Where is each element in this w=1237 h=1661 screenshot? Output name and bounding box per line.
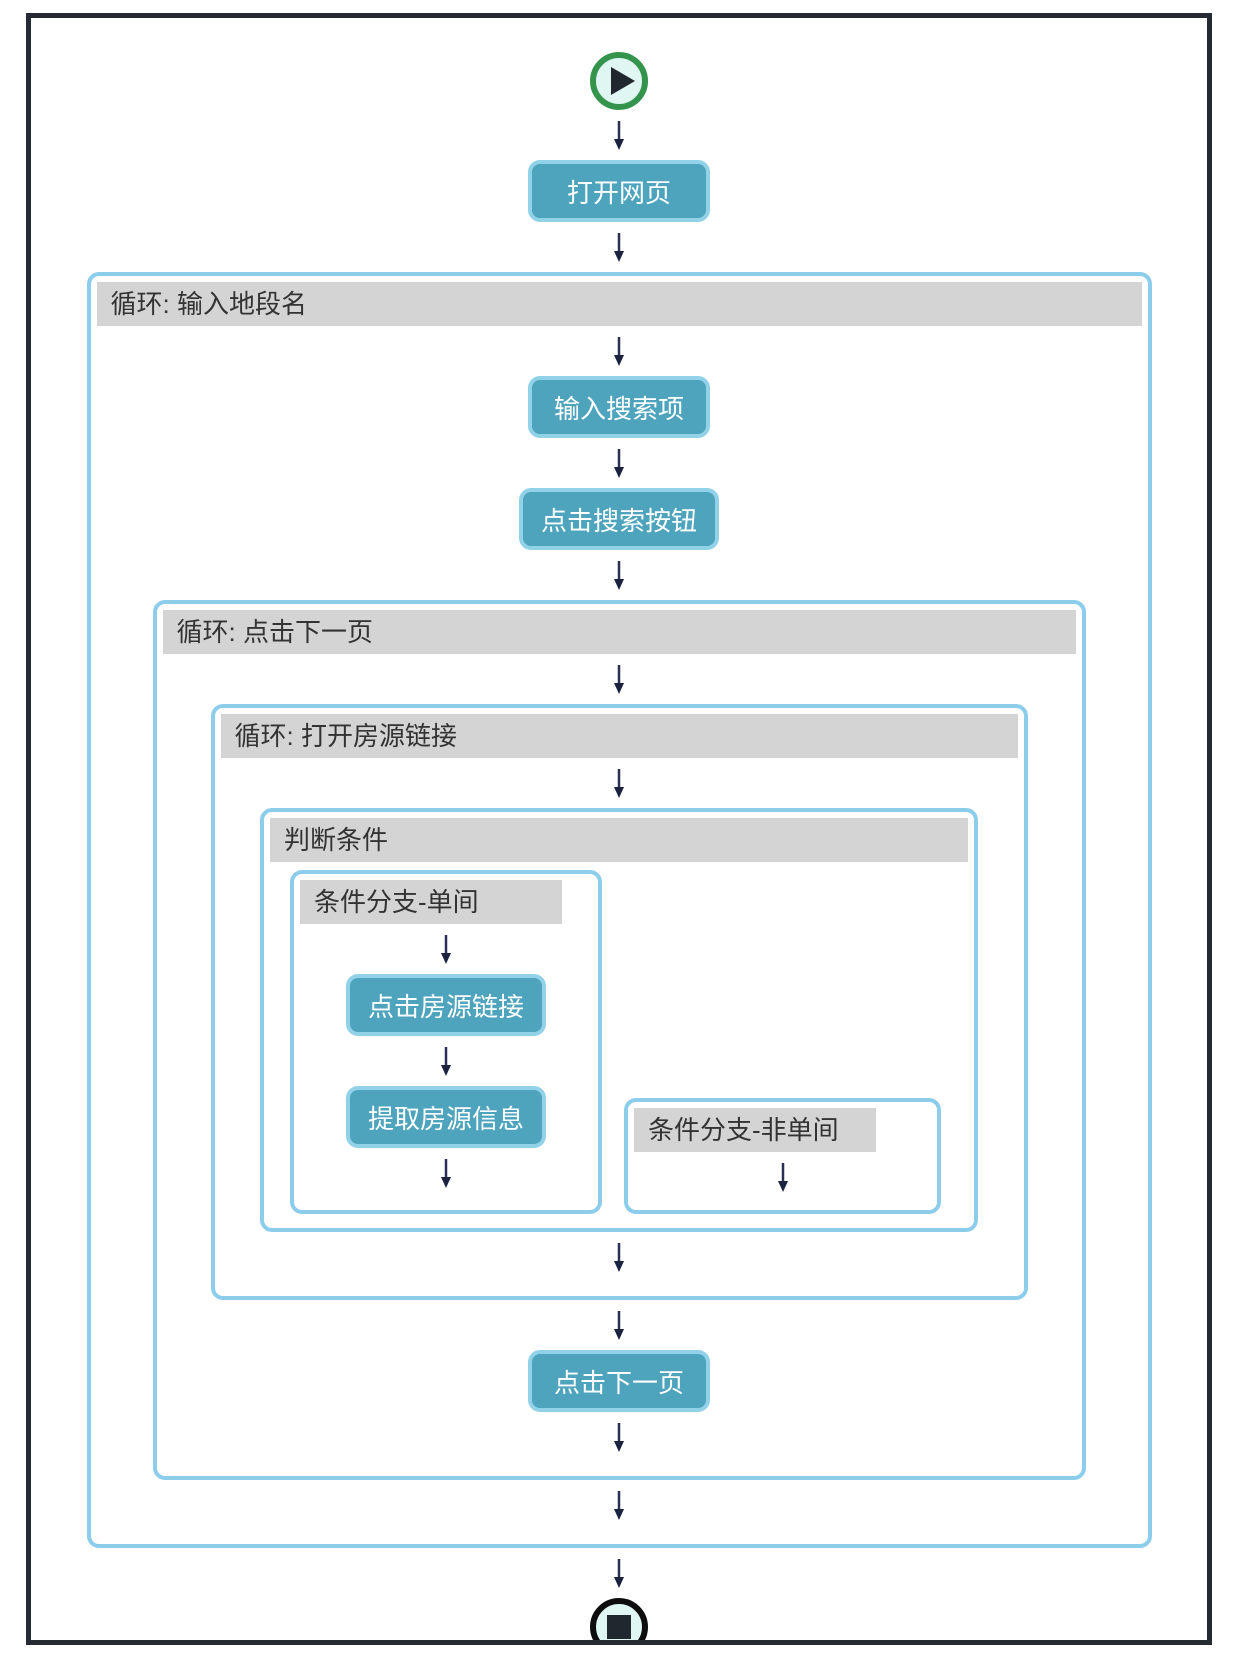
step-open-page[interactable]: 打开网页	[528, 160, 710, 222]
play-icon	[610, 67, 635, 95]
arrow-down-icon	[439, 1158, 453, 1188]
arrow-down-icon	[612, 232, 626, 262]
arrow-down-icon	[612, 448, 626, 478]
arrow-down-icon	[612, 120, 626, 150]
branch-container-single: 条件分支-单间 点击房源链接 提取房源信息	[290, 870, 602, 1214]
arrow-down-icon	[612, 664, 626, 694]
stop-icon	[607, 1615, 631, 1639]
branch-header-single[interactable]: 条件分支-单间	[300, 880, 562, 924]
loop-header-district[interactable]: 循环: 输入地段名	[96, 282, 1142, 326]
step-click-search[interactable]: 点击搜索按钮	[518, 488, 719, 550]
loop-header-next-page[interactable]: 循环: 点击下一页	[162, 610, 1076, 654]
step-extract-listing[interactable]: 提取房源信息	[345, 1086, 546, 1148]
arrow-down-icon	[439, 934, 453, 964]
end-node[interactable]	[590, 1598, 648, 1640]
arrow-down-icon	[612, 1490, 626, 1520]
condition-branches: 条件分支-单间 点击房源链接 提取房源信息	[270, 870, 968, 1214]
arrow-down-icon	[612, 1310, 626, 1340]
arrow-down-icon	[612, 768, 626, 798]
loop-container-next-page: 循环: 点击下一页 循环: 打开房源链接 判断条件	[152, 600, 1086, 1480]
condition-container: 判断条件 条件分支-单间 点击房源链接	[260, 808, 978, 1232]
loop-container-open-listing: 循环: 打开房源链接 判断条件 条件分支-单间	[210, 704, 1028, 1300]
workflow-flowchart: 打开网页 循环: 输入地段名 输入搜索项 点击搜索按钮 循环: 点击下一页	[31, 18, 1207, 1640]
step-click-listing[interactable]: 点击房源链接	[345, 974, 546, 1036]
arrow-down-icon	[612, 1242, 626, 1272]
step-click-next-page[interactable]: 点击下一页	[528, 1350, 710, 1412]
start-node[interactable]	[590, 52, 648, 110]
workflow-canvas: 打开网页 循环: 输入地段名 输入搜索项 点击搜索按钮 循环: 点击下一页	[26, 13, 1212, 1645]
arrow-down-icon	[612, 1422, 626, 1452]
arrow-down-icon	[612, 560, 626, 590]
branch-container-non-single: 条件分支-非单间	[624, 1098, 941, 1214]
arrow-down-icon	[612, 1558, 626, 1588]
loop-header-open-listing[interactable]: 循环: 打开房源链接	[220, 714, 1018, 758]
condition-header[interactable]: 判断条件	[270, 818, 968, 862]
arrow-down-icon	[439, 1046, 453, 1076]
arrow-down-icon	[612, 336, 626, 366]
branch-header-non-single[interactable]: 条件分支-非单间	[634, 1108, 876, 1152]
step-input-search[interactable]: 输入搜索项	[528, 376, 710, 438]
arrow-down-icon	[776, 1162, 790, 1192]
loop-container-district: 循环: 输入地段名 输入搜索项 点击搜索按钮 循环: 点击下一页	[86, 272, 1152, 1548]
